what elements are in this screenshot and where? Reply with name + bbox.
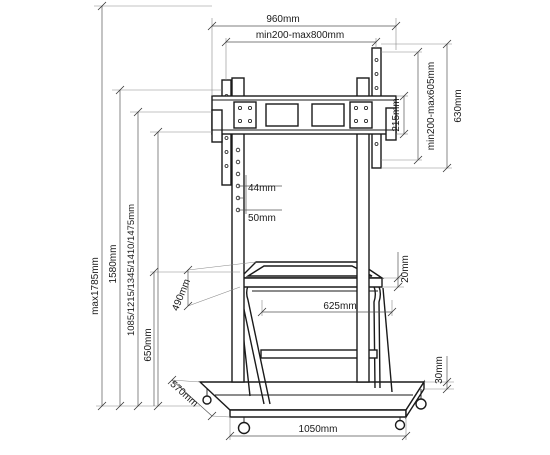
- label-hole-spacing-50: 50mm: [248, 213, 276, 224]
- label-base-depth: 570mm: [168, 379, 200, 409]
- label-max-height: max1785mm: [90, 257, 101, 315]
- tv-stand-drawing: [198, 47, 427, 435]
- mounting-bracket: [211, 95, 397, 143]
- label-height-1580: 1580mm: [108, 245, 119, 284]
- label-shelf-rim: 20mm: [400, 255, 411, 283]
- base-frame: [198, 379, 426, 420]
- label-base-width: 1050mm: [299, 424, 338, 435]
- label-base-thickness: 30mm: [434, 356, 445, 384]
- label-vesa-vertical: min200-max605mm: [426, 62, 437, 150]
- label-vesa-horizontal: min200-max800mm: [256, 30, 344, 41]
- caster-wheel-front-right: [394, 417, 406, 431]
- label-top-width: 960mm: [266, 14, 299, 25]
- caster-wheel-back-right: [415, 389, 427, 410]
- pole-left: [231, 77, 245, 383]
- label-shelf-depth: 490mm: [170, 278, 193, 313]
- label-shelf-height: 650mm: [143, 328, 154, 361]
- label-bracket-height: 215mm: [391, 98, 402, 131]
- dimension-labels: 960mm min200-max800mm 215mm min200-max60…: [90, 14, 464, 435]
- shelf-crossbar: [260, 349, 378, 359]
- caster-wheel-back-left: [202, 389, 212, 405]
- label-side-height-630: 630mm: [453, 89, 464, 122]
- shelf-leg-right: [369, 278, 393, 393]
- label-hole-spacing-44: 44mm: [248, 183, 276, 194]
- pole-right: [356, 77, 370, 383]
- label-height-levels: 1085/1215/1345/1410/1475mm: [126, 204, 137, 336]
- label-shelf-width: 625mm: [323, 301, 356, 312]
- dimension-lines: [94, 1, 454, 441]
- shelf-tray: [238, 261, 385, 292]
- caster-wheel-front-left: [237, 417, 251, 435]
